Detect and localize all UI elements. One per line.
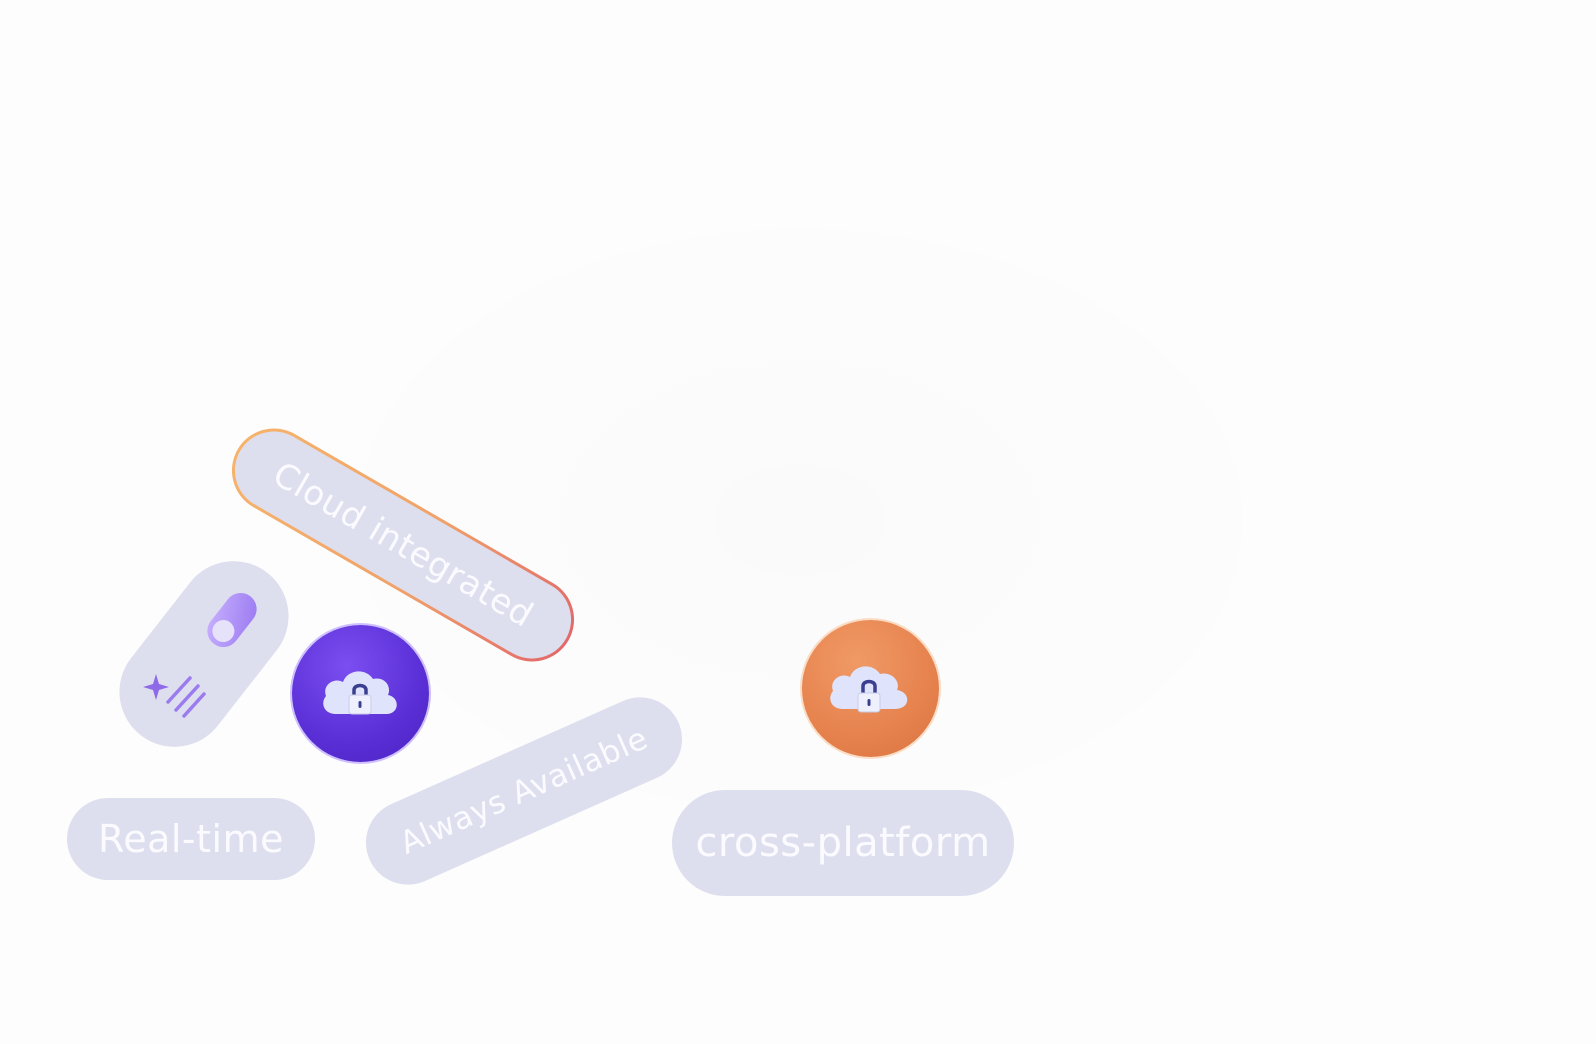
secure-cloud-badge-orange: [802, 620, 939, 757]
secure-cloud-badge-purple: [292, 625, 429, 762]
cloud-lock-icon: [829, 665, 907, 712]
cross-platform-tag: cross-platform: [672, 790, 1014, 896]
cross-platform-label: cross-platform: [695, 820, 991, 866]
cloud-lock-icon: [322, 670, 397, 714]
toggle-sparkle-icon: [143, 592, 257, 718]
real-time-tag: Real-time: [67, 798, 315, 880]
real-time-label: Real-time: [98, 817, 284, 861]
always-available-label: Always Available: [394, 720, 654, 862]
